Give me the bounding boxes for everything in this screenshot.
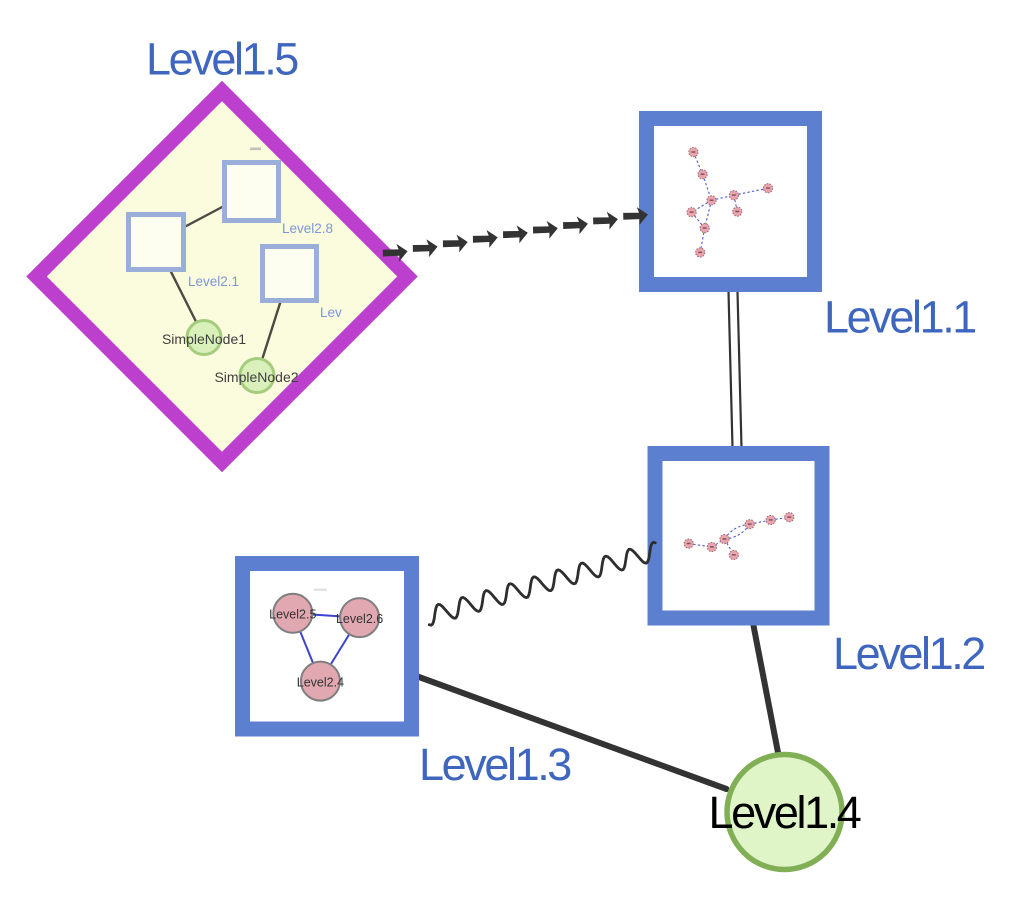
- svg-text:Level2.6: Level2.6: [336, 612, 383, 626]
- svg-text:SimpleNode2: SimpleNode2: [214, 369, 298, 385]
- svg-text:Level1.5: Level1.5: [146, 33, 298, 84]
- svg-text:Level2.1: Level2.1: [188, 274, 239, 289]
- svg-text:Level1.1: Level1.1: [824, 292, 975, 343]
- svg-text:Level1.2: Level1.2: [833, 628, 984, 679]
- svg-text:Level2.5: Level2.5: [269, 608, 316, 622]
- svg-text:Lev: Lev: [320, 305, 342, 320]
- svg-text:SimpleNode1: SimpleNode1: [162, 331, 246, 347]
- svg-text:Level1.4: Level1.4: [709, 787, 861, 838]
- svg-text:Level1.3: Level1.3: [419, 739, 571, 790]
- svg-text:Level2.4: Level2.4: [297, 676, 344, 690]
- svg-text:Level2.8: Level2.8: [282, 221, 333, 236]
